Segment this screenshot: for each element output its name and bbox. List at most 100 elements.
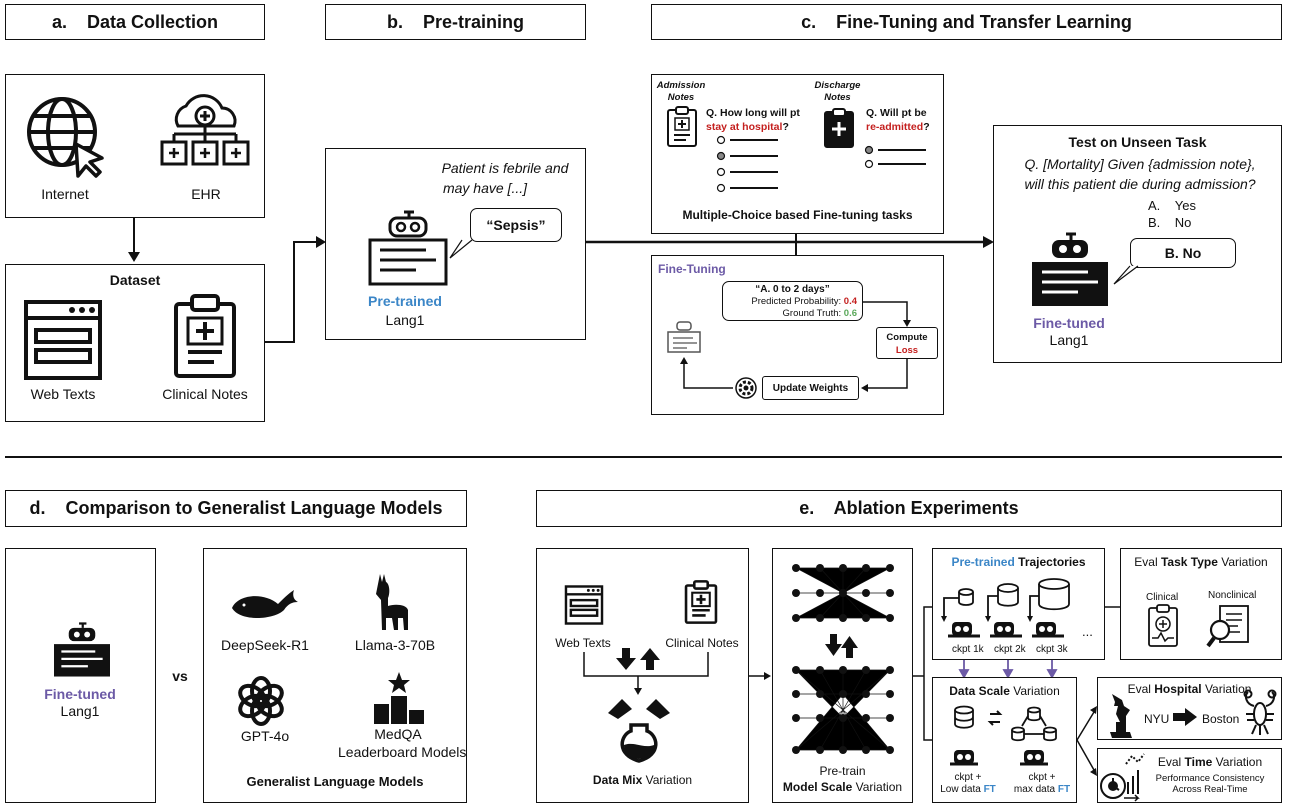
llama-label: Llama-3-70B [354, 637, 436, 653]
openai-icon [238, 676, 284, 726]
leaderboard-icon [374, 672, 424, 724]
bubble-tail [449, 239, 473, 259]
lang1-label-d: Lang1 [60, 703, 100, 719]
lobster-icon [1243, 689, 1277, 735]
trajectories-title: Pre-trained Trajectories [951, 555, 1086, 569]
low-data-label: ckpt +Low data FT [940, 772, 996, 795]
right-arrow-icon [1173, 708, 1197, 726]
trajectory-graphic [941, 578, 1070, 638]
ehr-label: EHR [191, 186, 221, 202]
deepseek-label: DeepSeek-R1 [221, 637, 309, 653]
sepsis-bubble: “Sepsis” [470, 208, 562, 242]
update-weights-box: Update Weights [762, 376, 859, 400]
ehr-cloud-icon [160, 94, 250, 166]
gpt-label: GPT-4o [240, 728, 290, 744]
gear-icon [735, 377, 757, 399]
data-scale-title: Data Scale Variation [949, 684, 1060, 698]
lang1-label-b: Lang1 [385, 312, 425, 328]
test-question-1: Q. [Mortality] Given {admission note}, [1024, 156, 1256, 172]
header-data-collection: a. Data Collection [5, 4, 265, 40]
web-texts-icon-e [564, 585, 604, 625]
robot-icon [368, 210, 448, 286]
ckpt-2k-label: ckpt 2k [994, 644, 1026, 655]
generalist-caption: Generalist Language Models [246, 774, 424, 789]
pretraining-box [325, 148, 586, 340]
vs-label: vs [172, 668, 188, 684]
clinical-task-icon [1148, 604, 1178, 647]
nonclinical-task-icon [1206, 605, 1249, 648]
ckpt-3k-label: ckpt 3k [1036, 644, 1068, 655]
nyu-label: NYU [1144, 712, 1170, 726]
test-options: A. Yes B. No [1148, 198, 1196, 230]
finetuned-robot-icon [1032, 232, 1108, 306]
section-divider [5, 456, 1282, 458]
discharge-clipboard-icon [824, 108, 854, 148]
clipboard-icon [667, 106, 697, 147]
bubble-tail-2 [1113, 265, 1139, 285]
dataset-title: Dataset [109, 272, 161, 288]
nonclinical-label: Nonclinical [1208, 590, 1257, 601]
question-readmit: Q. Will pt be re-admitted? [866, 107, 930, 133]
statue-of-liberty-icon [1110, 694, 1132, 738]
test-question-2: will this patient die during admission? [1024, 176, 1256, 192]
finetuned-label-c: Fine-tuned [1033, 315, 1105, 331]
time-performance-icon [1100, 753, 1145, 802]
question-los: Q. How long will pt stay at hospital? [706, 107, 800, 133]
header-ablation: e. Ablation Experiments [536, 490, 1282, 527]
mc-options-2 [864, 145, 926, 169]
eval-task-title: Eval Task Type Variation [1134, 555, 1268, 569]
finetuned-label-d: Fine-tuned [44, 686, 116, 702]
scale-arrows [825, 634, 858, 658]
eval-hospital-box [1097, 677, 1282, 740]
llama-icon [376, 574, 408, 630]
web-texts-icon [24, 300, 102, 380]
web-texts-label-e: Web Texts [555, 636, 611, 650]
clinical-notes-icon [174, 294, 236, 378]
eval-task-box [1120, 548, 1282, 660]
prompt-text-1: Patient is febrile and [441, 160, 569, 176]
globe-icon [27, 97, 104, 178]
nn-icon-large [792, 666, 894, 754]
ckpt-1k-label: ckpt 1k [952, 644, 984, 655]
test-answer-bubble: B. No [1130, 238, 1236, 268]
nn-icon-small [792, 564, 894, 622]
finetuned-robot-icon-d [54, 622, 110, 677]
data-mix-caption: Data Mix Variation [592, 773, 693, 787]
ft-answer-bubble: “A. 0 to 2 days” Predicted Probability: … [722, 281, 863, 321]
eval-time-title: Eval Time Variation [1157, 755, 1263, 769]
boston-label: Boston [1202, 712, 1240, 726]
web-texts-label: Web Texts [30, 386, 96, 402]
clinical-notes-icon-e [684, 580, 718, 624]
compute-loss-box: Compute Loss [876, 327, 938, 359]
mc-tasks-box [651, 74, 944, 234]
trajectory-ellipsis: ... [1082, 624, 1093, 639]
header-fine-tuning: c. Fine-Tuning and Transfer Learning [651, 4, 1282, 40]
lang1-label-c: Lang1 [1049, 332, 1089, 348]
clinical-notes-label-e: Clinical Notes [665, 636, 739, 650]
data-scale-graphic [950, 705, 1057, 766]
header-pre-training: b. Pre-training [325, 4, 586, 40]
flask-icon [608, 699, 670, 763]
test-title: Test on Unseen Task [1068, 134, 1207, 150]
small-robot-icon [667, 321, 701, 353]
generalist-box [203, 548, 467, 803]
header-comparison: d. Comparison to Generalist Language Mod… [5, 490, 467, 527]
mc-caption: Multiple-Choice based Fine-tuning tasks [682, 208, 913, 222]
whale-icon [232, 590, 298, 618]
pretrained-label: Pre-trained [368, 293, 442, 309]
pretrain-label: Pre-train [819, 764, 866, 778]
model-scale-caption: Model Scale Variation [782, 780, 903, 794]
fine-tuning-label: Fine-Tuning [658, 262, 726, 276]
prompt-text-2: may have [...] [442, 180, 528, 196]
mc-options-1 [716, 135, 778, 193]
